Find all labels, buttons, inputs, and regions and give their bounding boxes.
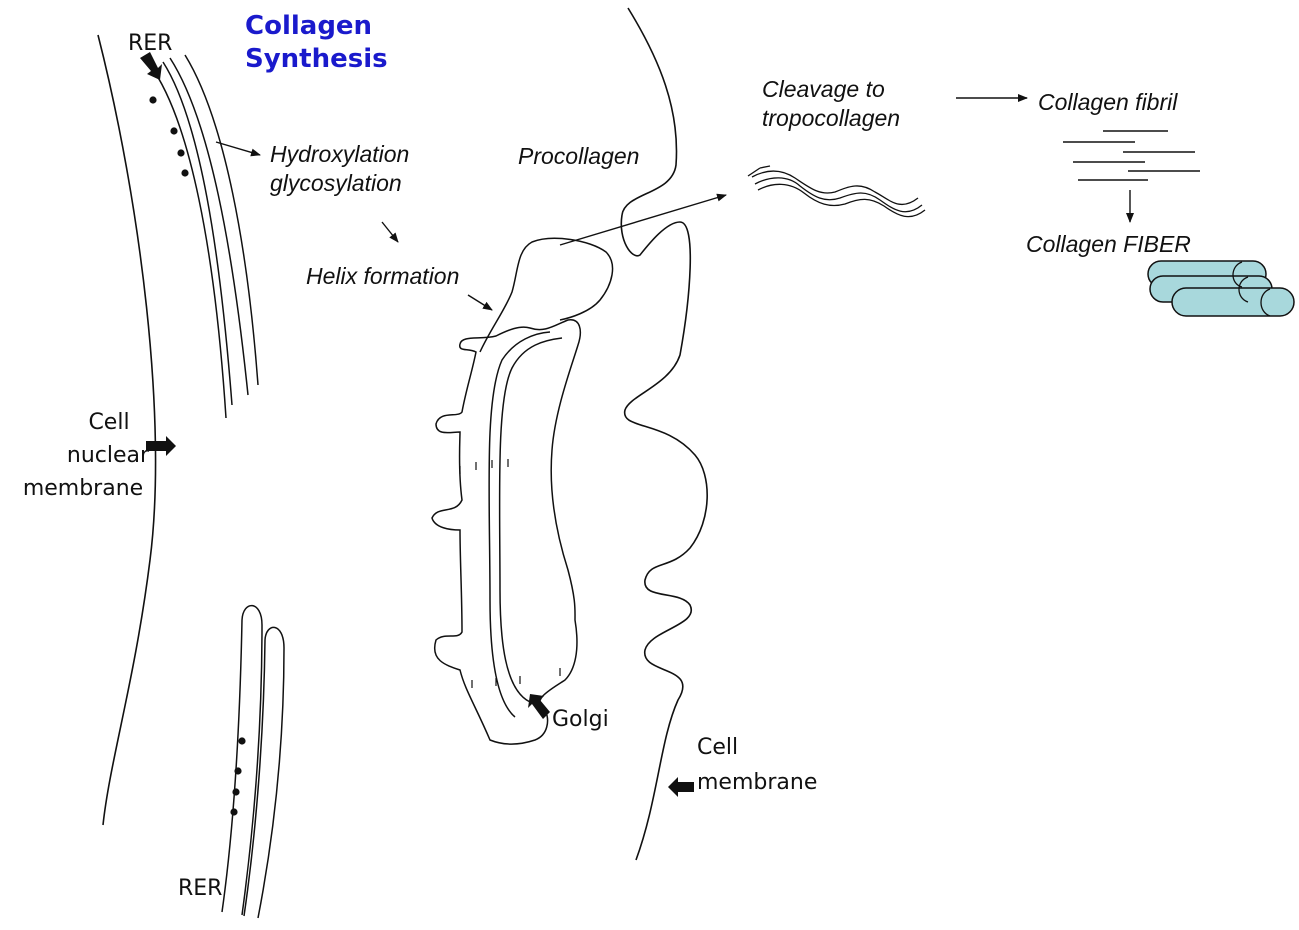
cell-membrane bbox=[621, 8, 707, 860]
label-rer-bottom: RER bbox=[178, 875, 222, 903]
ribosome-dots-bottom bbox=[230, 737, 245, 815]
label-helix-formation: Helix formation bbox=[306, 262, 459, 291]
title-line-1: Collagen bbox=[245, 10, 388, 43]
rer-bottom bbox=[222, 606, 284, 918]
label-hydroxylation-line2: glycosylation bbox=[270, 169, 409, 198]
pointer-cell-membrane bbox=[668, 777, 694, 797]
label-nuclear-line3: membrane bbox=[8, 472, 158, 505]
collagen-fiber bbox=[1148, 261, 1294, 316]
label-cellmem-line1: Cell bbox=[697, 730, 817, 765]
label-nuclear-line1: Cell bbox=[8, 406, 158, 439]
collagen-fibril bbox=[1063, 131, 1200, 180]
label-cleavage-line2: tropocollagen bbox=[762, 104, 900, 133]
label-nuclear-line2: nuclear bbox=[8, 439, 158, 472]
label-cellmem-line2: membrane bbox=[697, 765, 817, 800]
label-cleavage: Cleavage to tropocollagen bbox=[762, 75, 900, 133]
label-cell-nuclear-membrane: Cell nuclear membrane bbox=[8, 406, 158, 505]
arrow-procollagen-to-tropocollagen bbox=[560, 195, 726, 245]
golgi-ticks bbox=[460, 459, 560, 688]
arrow-hydroxylation-to-helix bbox=[382, 222, 398, 242]
rer-top bbox=[150, 55, 258, 418]
arrow-helix-to-golgi bbox=[468, 295, 492, 310]
label-rer-top: RER bbox=[128, 30, 172, 58]
label-procollagen: Procollagen bbox=[518, 142, 639, 171]
label-cleavage-line1: Cleavage to bbox=[762, 75, 900, 104]
pointer-golgi bbox=[528, 694, 550, 719]
label-collagen-fiber: Collagen FIBER bbox=[1026, 230, 1191, 259]
golgi-apparatus bbox=[432, 320, 580, 744]
title-line-2: Synthesis bbox=[245, 43, 388, 76]
diagram-title: Collagen Synthesis bbox=[245, 10, 388, 75]
label-golgi: Golgi bbox=[552, 706, 609, 734]
label-hydroxylation-line1: Hydroxylation bbox=[270, 140, 409, 169]
tropocollagen-helix bbox=[748, 166, 925, 217]
label-hydroxylation: Hydroxylation glycosylation bbox=[270, 140, 409, 198]
label-collagen-fibril: Collagen fibril bbox=[1038, 88, 1177, 117]
label-cell-membrane: Cell membrane bbox=[697, 730, 817, 800]
